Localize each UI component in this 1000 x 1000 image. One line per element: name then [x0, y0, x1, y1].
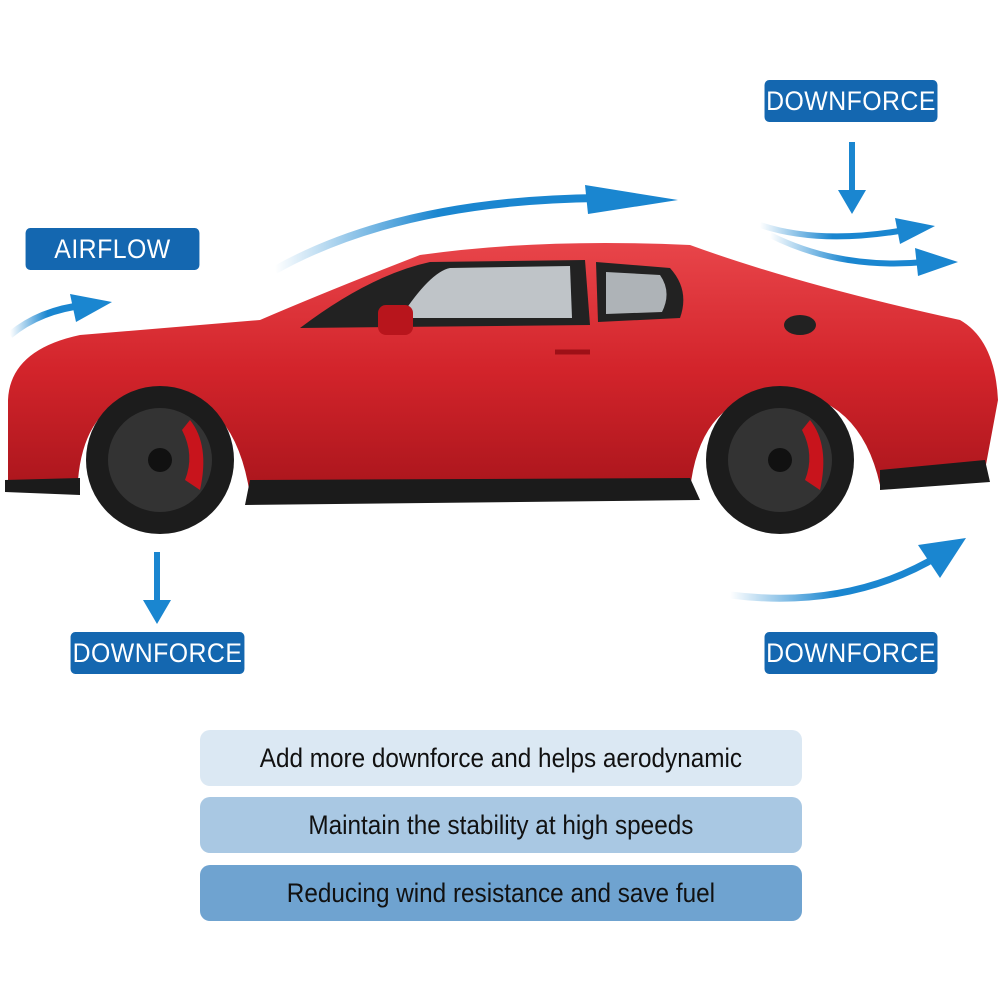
- downforce-label-bottom-right: DOWNFORCE: [764, 632, 938, 674]
- airflow-arrow-top: [273, 185, 678, 274]
- feature-text: Reducing wind resistance and save fuel: [286, 877, 716, 908]
- downforce-label-bottom-left: DOWNFORCE: [70, 632, 245, 674]
- airflow-arrows-rear: [759, 218, 958, 276]
- airflow-arrow-bottom-right: [729, 538, 966, 602]
- feature-text: Maintain the stability at high speeds: [308, 809, 694, 840]
- downforce-arrow-bottom-left: [143, 552, 171, 624]
- downforce-arrow-top-right: [838, 142, 866, 214]
- airflow-label: AIRFLOW: [25, 228, 200, 270]
- feature-text: Add more downforce and helps aerodynamic: [259, 742, 743, 773]
- feature-bar-fuel: Reducing wind resistance and save fuel: [200, 865, 802, 921]
- red-car: [5, 242, 998, 534]
- airflow-arrow-front: [7, 294, 112, 338]
- feature-bar-stability: Maintain the stability at high speeds: [200, 797, 802, 853]
- feature-bar-downforce: Add more downforce and helps aerodynamic: [200, 730, 802, 786]
- downforce-label-top-right: DOWNFORCE: [764, 80, 938, 122]
